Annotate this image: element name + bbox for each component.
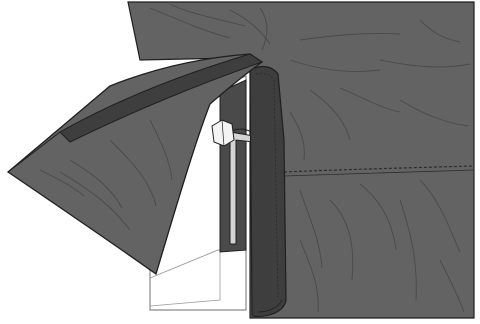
binding-strap (250, 67, 286, 317)
knob-icon (212, 120, 234, 146)
